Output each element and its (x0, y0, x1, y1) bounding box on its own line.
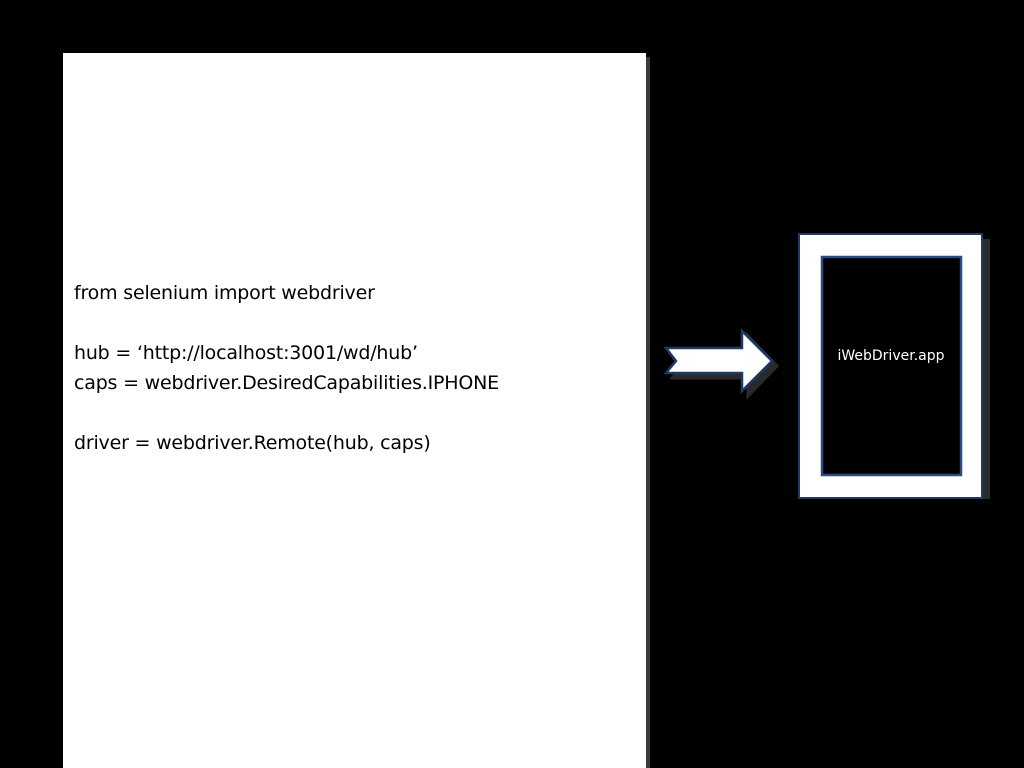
iphone-device-icon (798, 233, 990, 499)
code-line-hub: hub = ‘http://localhost:3001/wd/hub’ (74, 342, 418, 364)
code-block: from selenium import webdriver hub = ‘ht… (74, 278, 499, 458)
right-arrow-icon (663, 327, 780, 400)
code-panel: from selenium import webdriver hub = ‘ht… (63, 53, 646, 768)
code-line-blank-2 (74, 398, 499, 428)
code-line-caps: caps = webdriver.DesiredCapabilities.IPH… (74, 372, 499, 394)
code-line-import: from selenium import webdriver (74, 282, 375, 304)
code-line-blank-1 (74, 308, 499, 338)
code-line-driver: driver = webdriver.Remote(hub, caps) (74, 432, 431, 454)
device-app-label: iWebDriver.app (837, 348, 945, 364)
